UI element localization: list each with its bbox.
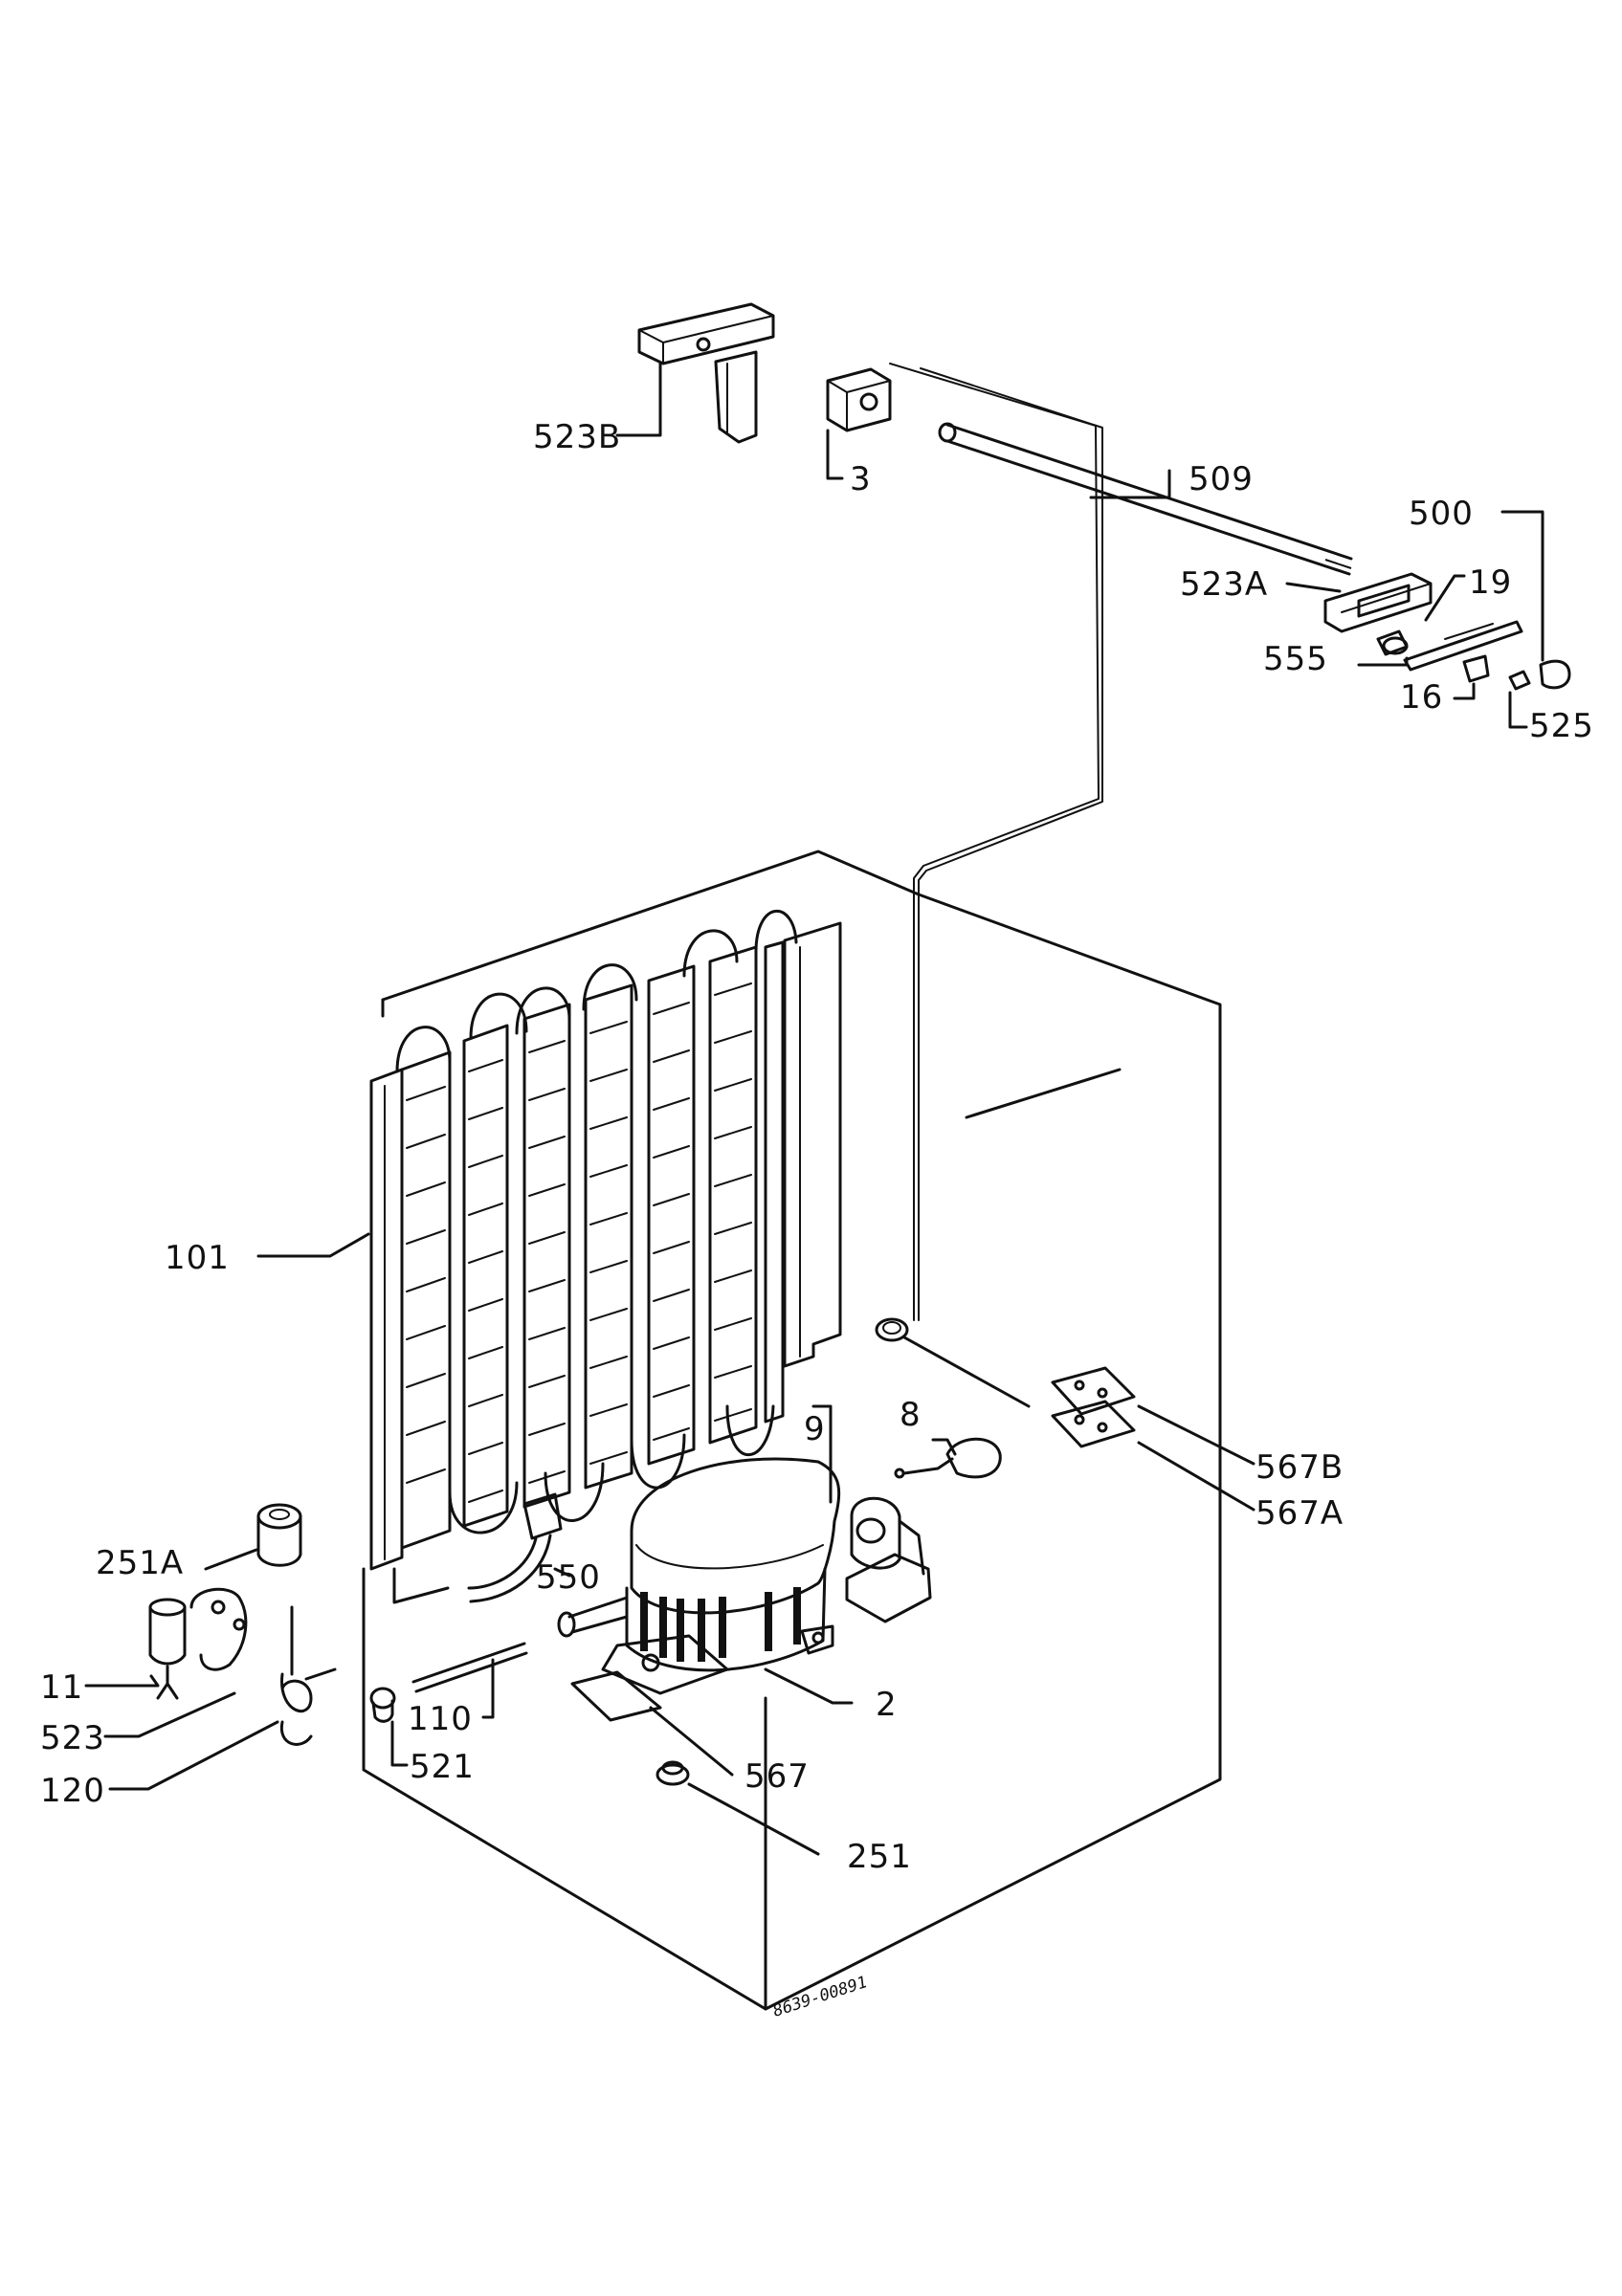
tube-110: [411, 1642, 528, 1693]
pipe-550: [467, 1492, 563, 1603]
filter-drier-11: [148, 1598, 187, 1700]
thermostat-3: [826, 367, 892, 432]
label-251A: 251A: [96, 1544, 184, 1582]
mounting-plate-567: [570, 1670, 662, 1722]
label-509: 509: [1189, 460, 1254, 498]
label-19: 19: [1469, 563, 1512, 602]
mounting-plate-567B: [1051, 1366, 1136, 1416]
label-567: 567: [744, 1757, 810, 1796]
label-523A: 523A: [1180, 565, 1268, 604]
overload-protector-8: [894, 1437, 1002, 1479]
leader-lines: [84, 362, 1544, 1856]
clip-523: [189, 1587, 248, 1671]
thermostat-capillary-tube: [875, 363, 1103, 1408]
bracket-523B: [637, 302, 775, 444]
label-9: 9: [804, 1410, 826, 1448]
label-2: 2: [876, 1686, 898, 1724]
label-550: 550: [536, 1558, 601, 1597]
label-251: 251: [847, 1838, 912, 1876]
sensor-rod-509: [938, 422, 1353, 576]
grommet-251: [655, 1760, 690, 1786]
label-567B: 567B: [1255, 1448, 1344, 1487]
cabinet-outline: [362, 850, 1222, 2011]
label-110: 110: [408, 1700, 473, 1738]
compressor-2: [557, 1457, 841, 1695]
label-525: 525: [1529, 707, 1594, 745]
label-521: 521: [410, 1748, 475, 1786]
label-523B: 523B: [533, 418, 621, 456]
lamp-assembly: [1323, 572, 1571, 691]
label-120: 120: [40, 1772, 105, 1810]
label-3: 3: [850, 460, 872, 498]
mounting-plate-567A: [1051, 1400, 1136, 1448]
condenser-fins: [400, 940, 785, 1550]
service-valve-120: [279, 1605, 337, 1746]
label-101: 101: [165, 1239, 230, 1277]
relay-9: [845, 1496, 932, 1623]
label-500: 500: [1409, 495, 1474, 533]
condenser-101: [369, 910, 842, 1604]
label-523: 523: [40, 1719, 105, 1757]
label-567A: 567A: [1255, 1494, 1344, 1533]
label-8: 8: [900, 1396, 922, 1434]
label-16: 16: [1400, 678, 1443, 717]
grommet-251A: [256, 1503, 302, 1567]
part-labels: 523B 3 509 500 523A 19 555 16 525 101 9 …: [40, 418, 1594, 1876]
label-11: 11: [40, 1668, 83, 1707]
label-555: 555: [1263, 640, 1328, 678]
cap-521: [369, 1687, 396, 1723]
